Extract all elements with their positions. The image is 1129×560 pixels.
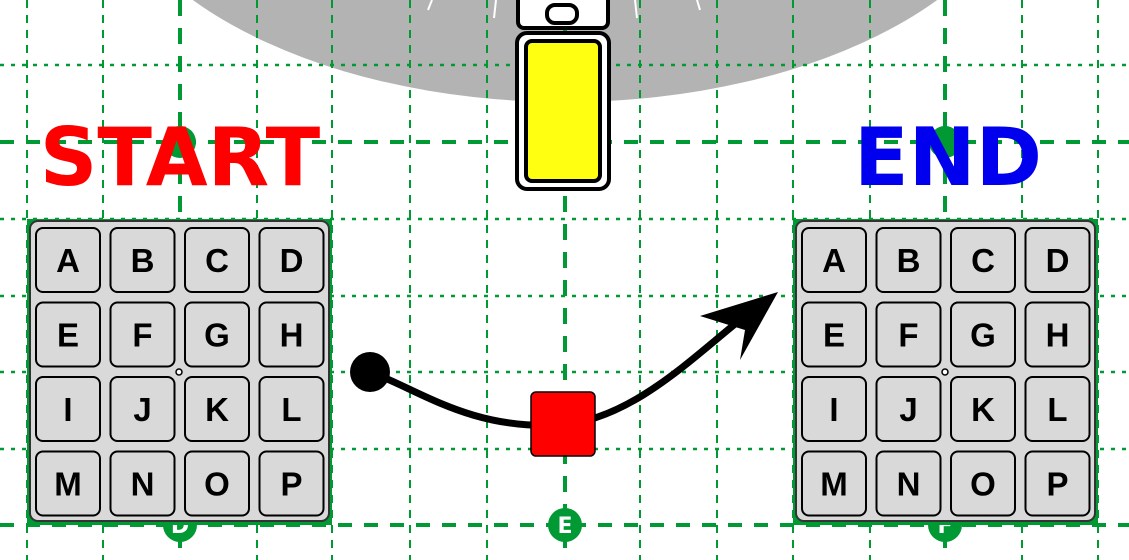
key-label: N [131,466,155,503]
key-label: P [1046,466,1068,503]
device [515,0,611,191]
key-label: L [1047,391,1067,428]
key-i[interactable]: I [35,376,101,442]
key-label: O [204,466,230,503]
key-d[interactable]: D [258,227,325,293]
key-o[interactable]: O [184,450,250,517]
arrow-head-icon [700,292,778,360]
key-e[interactable]: E [35,301,101,368]
key-label: H [280,317,304,354]
key-label: H [1046,317,1070,354]
key-label: M [820,466,848,503]
end-keypad: A B C D E F G H I J K L M N O P [793,219,1098,525]
key-f[interactable]: F [109,301,176,368]
moving-block[interactable] [530,391,596,457]
key-label: O [970,466,996,503]
grid-marker [929,126,961,158]
key-b[interactable]: B [875,227,942,293]
key-c[interactable]: C [950,227,1016,293]
grid-marker-label: E [557,514,572,539]
key-label: P [280,466,302,503]
key-label: L [281,391,301,428]
key-label: F [898,317,918,354]
key-label: I [829,391,838,428]
key-h[interactable]: H [258,301,325,368]
key-label: N [897,466,921,503]
key-o[interactable]: O [950,450,1016,517]
key-b[interactable]: B [109,227,176,293]
key-c[interactable]: C [184,227,250,293]
key-m[interactable]: M [35,450,101,517]
start-label: START [40,111,321,204]
key-label: J [899,391,917,428]
key-l[interactable]: L [1024,376,1091,442]
sensor-display [524,39,602,183]
key-label: E [57,317,79,354]
key-k[interactable]: K [950,376,1016,442]
key-label: C [971,242,995,279]
key-d[interactable]: D [1024,227,1091,293]
key-l[interactable]: L [258,376,325,442]
key-g[interactable]: G [950,301,1016,368]
key-p[interactable]: P [1024,450,1091,517]
key-i[interactable]: I [801,376,867,442]
key-n[interactable]: N [875,450,942,517]
key-e[interactable]: E [801,301,867,368]
key-j[interactable]: J [109,376,176,442]
key-p[interactable]: P [258,450,325,517]
key-label: D [1046,242,1070,279]
key-m[interactable]: M [801,450,867,517]
key-label: B [131,242,155,279]
grid-marker [164,126,196,158]
key-label: A [822,242,846,279]
key-g[interactable]: G [184,301,250,368]
key-label: M [54,466,82,503]
key-h[interactable]: H [1024,301,1091,368]
key-label: K [205,391,229,428]
start-keypad: A B C D E F G H I J K L M N O P [27,219,332,525]
key-label: K [971,391,995,428]
end-label: END [854,111,1042,204]
key-label: E [823,317,845,354]
key-label: J [133,391,151,428]
key-f[interactable]: F [875,301,942,368]
key-label: A [56,242,80,279]
key-label: F [132,317,152,354]
key-a[interactable]: A [801,227,867,293]
start-point [350,352,390,392]
key-k[interactable]: K [184,376,250,442]
field-rays [427,0,701,19]
key-label: I [63,391,72,428]
key-label: C [205,242,229,279]
key-label: G [970,317,996,354]
key-label: G [204,317,230,354]
key-label: B [897,242,921,279]
key-j[interactable]: J [875,376,942,442]
key-a[interactable]: A [35,227,101,293]
key-label: D [280,242,304,279]
grid-marker [548,508,582,542]
key-n[interactable]: N [109,450,176,517]
